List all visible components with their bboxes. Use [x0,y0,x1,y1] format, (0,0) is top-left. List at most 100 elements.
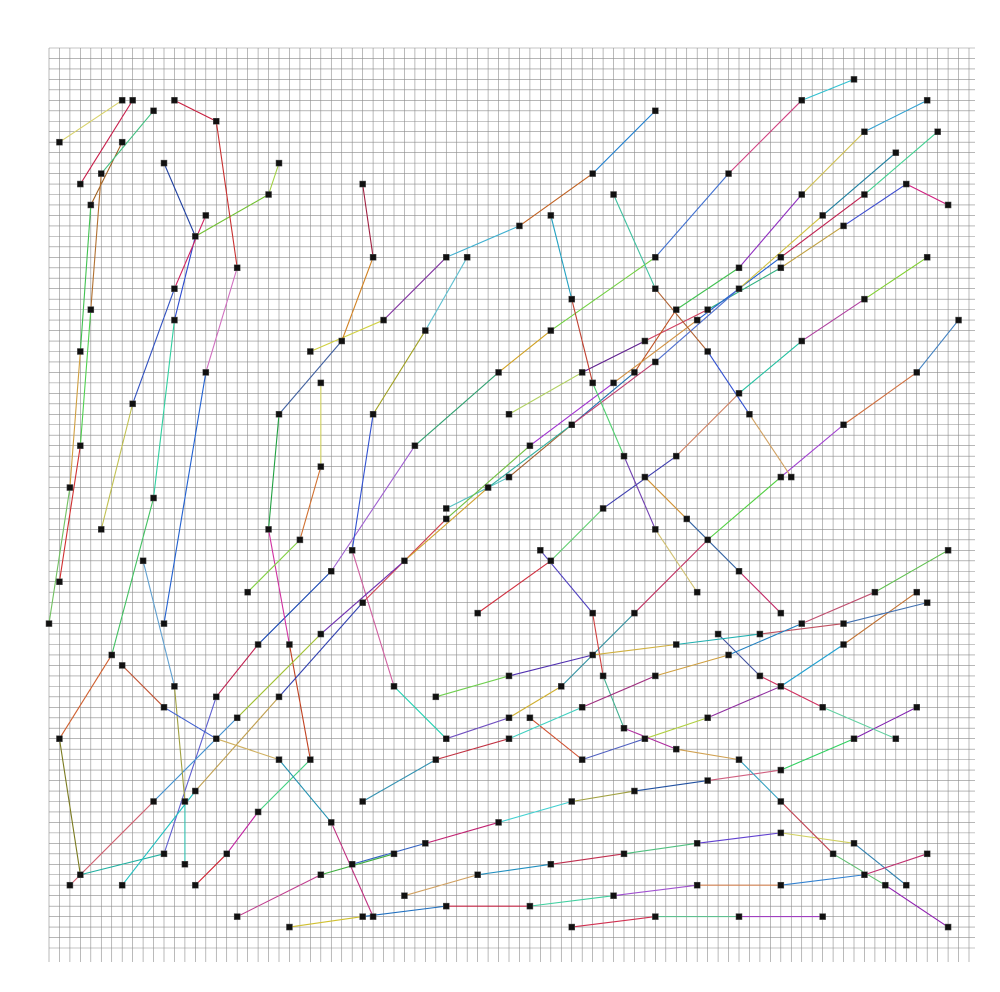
graph-node [265,526,272,533]
graph-node [673,452,680,460]
graph-edge [121,665,165,708]
graph-node [317,630,325,638]
graph-node [798,620,805,627]
graph-node [923,97,931,104]
graph-node [892,149,900,156]
graph-edge [602,455,677,509]
graph-node [547,327,555,334]
graph-node [390,850,398,858]
graph-edge [173,215,207,289]
graph-edge [654,288,709,352]
graph-edge [571,790,635,803]
graph-node [641,735,649,742]
graph-edge [748,413,792,478]
graph-edge [59,99,123,143]
graph-node [359,798,366,805]
graph-node [181,798,189,805]
graph-node [547,861,555,868]
graph-node [443,515,450,523]
graph-node [443,735,450,742]
graph-node [798,97,805,104]
graph-edge [582,738,646,761]
graph-node [213,693,220,701]
graph-node [788,473,795,481]
graph-edge [404,487,489,562]
graph-edge [780,424,844,478]
graph-edge [289,916,363,928]
graph-edge [801,78,855,101]
graph-node [704,306,711,313]
graph-node [474,609,481,617]
graph-edge [393,685,447,740]
graph-node [432,693,440,701]
graph-node [913,588,920,596]
graph-edge [654,529,698,593]
graph-node [98,170,105,177]
graph-edge [320,560,405,635]
graph-edge [780,644,844,687]
graph-edge [581,675,656,708]
graph-edge [267,414,280,530]
graph-node [369,411,377,418]
graph-edge [508,371,583,415]
graph-edge [257,570,332,645]
graph-edge [801,131,865,195]
graph-node [704,777,711,784]
graph-node [443,254,450,261]
graph-edge [885,884,949,928]
graph-node [610,379,617,387]
graph-edge [571,299,594,384]
graph-edge [498,800,572,823]
graph-node [338,337,345,345]
graph-node [735,913,743,920]
graph-edge [686,518,740,572]
graph-edge [372,330,426,415]
graph-node [861,295,868,303]
graph-node [129,400,136,408]
graph-edge [529,717,583,761]
graph-edge [268,162,280,195]
graph-node [641,473,649,481]
graph-edge [654,173,729,258]
graph-edge [362,905,447,918]
graph-edge [623,455,656,530]
graph-edge [864,99,928,133]
graph-node [348,861,356,868]
graph-edge [215,121,238,268]
graph-node [495,369,502,376]
graph-node [840,222,847,230]
graph-edge [100,110,154,174]
graph-node [599,505,607,512]
graph-edge [613,319,698,384]
graph-edge [236,633,322,719]
graph-node [777,254,785,261]
graph-node [693,316,701,324]
graph-edge [320,853,395,876]
graph-node [829,850,837,858]
graph-node [777,609,785,617]
graph-edge [655,654,729,677]
graph-node [798,337,805,345]
graph-edge [728,99,803,174]
graph-node [652,526,659,533]
graph-edge [738,194,803,269]
graph-edge [174,99,217,122]
graph-node [233,714,241,722]
graph-node [516,222,523,230]
graph-node [777,683,785,690]
graph-edge [550,853,625,865]
graph-edge [853,706,917,740]
graph-node [641,337,649,345]
graph-node [98,526,105,533]
graph-node [777,473,785,481]
graph-edge [216,738,280,761]
graph-edge [487,424,573,488]
graph-edge [508,706,583,740]
graph-node [474,871,481,878]
graph-node [913,369,920,376]
graph-node [160,704,168,711]
graph-node [652,358,659,366]
graph-node [118,662,126,669]
graph-edge [498,330,552,373]
